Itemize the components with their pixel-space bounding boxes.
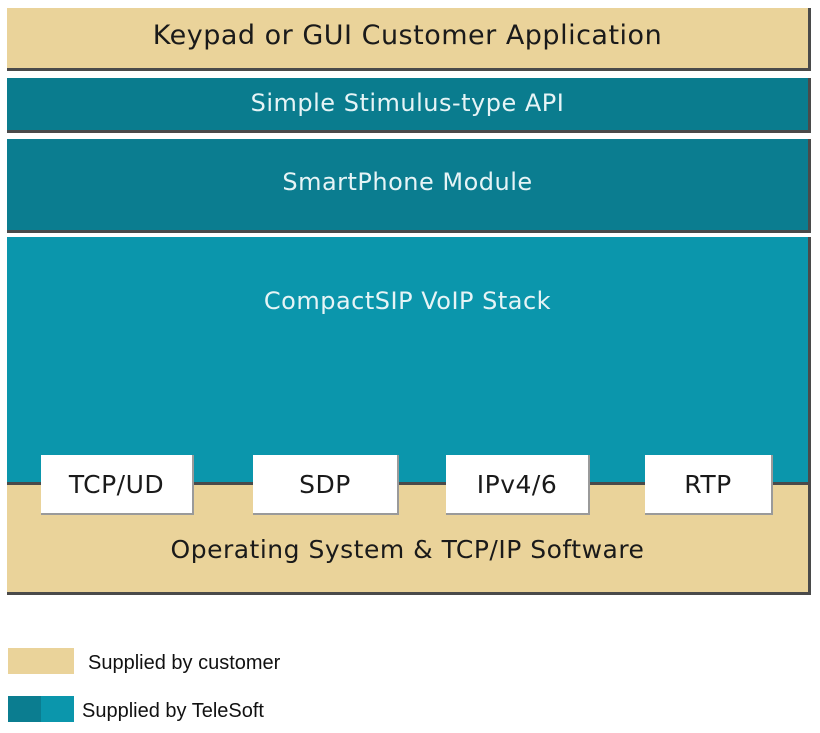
smartphone-module-layer: SmartPhone Module — [7, 139, 811, 233]
legend-label-customer: Supplied by customer — [88, 652, 281, 674]
protocol-box-ipv4-6: IPv4/6 — [446, 455, 590, 515]
voip-stack-label: CompactSIP VoIP Stack — [263, 287, 552, 315]
legend-swatch-telesoft — [8, 696, 74, 722]
protocol-box-rtp: RTP — [645, 455, 773, 515]
protocol-box-sdp: SDP — [253, 455, 399, 515]
legend-swatch-telesoft-dark — [8, 696, 41, 722]
operating-system-label: Operating System & TCP/IP Software — [170, 535, 645, 564]
stimulus-api-layer: Simple Stimulus-type API — [7, 78, 811, 133]
legend-label-telesoft: Supplied by TeleSoft — [82, 700, 264, 722]
protocol-box-tcp-ud: TCP/UD — [41, 455, 194, 515]
voip-stack-layer: CompactSIP VoIP Stack — [7, 237, 811, 485]
smartphone-module-label: SmartPhone Module — [282, 168, 533, 196]
customer-application-layer: Keypad or GUI Customer Application — [7, 8, 811, 71]
customer-application-label: Keypad or GUI Customer Application — [152, 20, 663, 51]
stimulus-api-label: Simple Stimulus-type API — [250, 89, 565, 117]
legend-swatch-telesoft-light — [41, 696, 74, 722]
legend-swatch-customer — [8, 648, 74, 674]
